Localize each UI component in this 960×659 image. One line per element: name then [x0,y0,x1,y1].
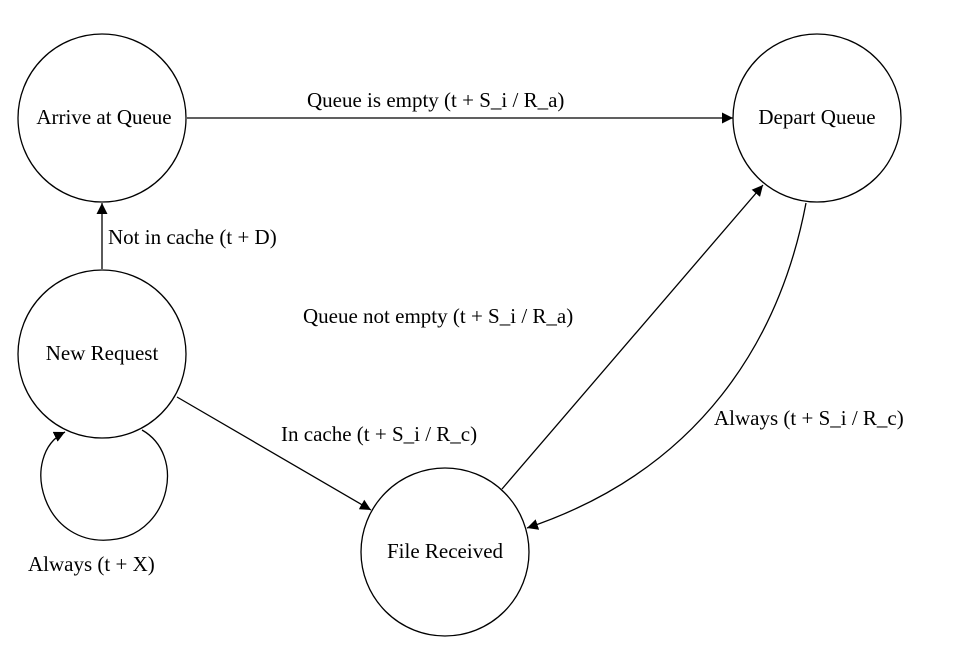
state-file-received: File Received [360,467,530,637]
state-label: Arrive at Queue [36,105,171,129]
state-depart-queue: Depart Queue [732,33,902,203]
edge-always-depart-to-file [526,202,807,530]
edge-label-not-in-cache: Not in cache (t + D) [108,225,277,249]
edge-label-always-x: Always (t + X) [28,552,155,576]
edge-self-loop-new-request [40,429,168,541]
state-label: File Received [387,539,504,563]
edge-label-in-cache: In cache (t + S_i / R_c) [281,422,477,446]
state-label: Depart Queue [758,105,875,129]
state-circle [17,33,187,203]
state-arrive-at-queue: Arrive at Queue [17,33,187,203]
state-circle [732,33,902,203]
state-label: New Request [46,341,159,365]
state-new-request: New Request [17,269,187,439]
edge-label-always-sc: Always (t + S_i / R_c) [714,406,904,430]
state-circle [360,467,530,637]
state-circle [17,269,187,439]
edge-in-cache [176,396,372,511]
edge-label-queue-not-empty: Queue not empty (t + S_i / R_a) [303,304,573,328]
edge-queue-not-empty [501,184,764,490]
edge-label-queue-empty: Queue is empty (t + S_i / R_a) [307,88,564,112]
